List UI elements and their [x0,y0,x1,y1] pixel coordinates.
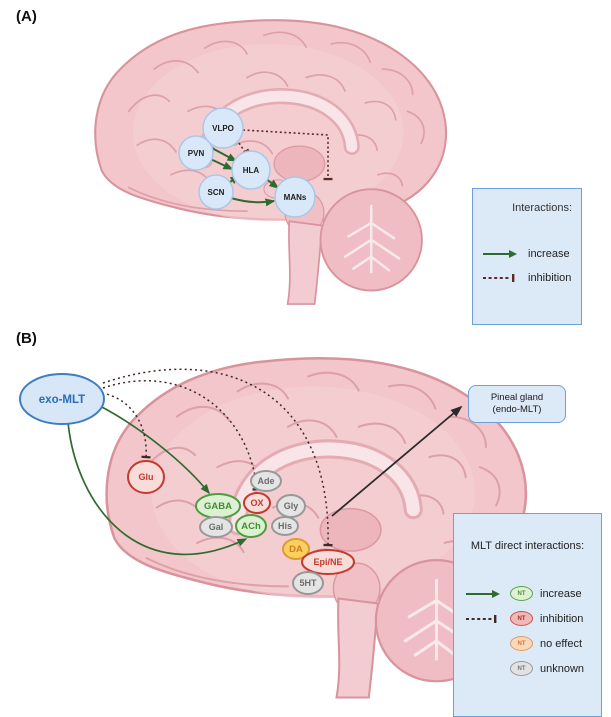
pineal-gland-line2: (endo-MLT) [492,404,542,415]
legend-a-increase-label: increase [528,248,570,260]
node-epine-label: Epi/NE [313,557,342,567]
nt-inhibition-badge: NT [510,611,533,626]
node-da-label: DA [289,544,303,555]
node-scn-label: SCN [208,188,225,197]
legend-a-inhibition-label: inhibition [528,272,572,284]
node-pvn-label: PVN [188,149,205,158]
node-5ht: 5HT [292,571,324,595]
node-ade-label: Ade [257,476,274,486]
legend-a-title: Interactions: [512,202,572,214]
edge-vlpo-hla-inhibition [238,142,250,156]
node-his-label: His [278,521,292,531]
node-his: His [271,516,299,536]
node-ox-label: OX [250,498,263,508]
node-ach-label: ACh [241,521,261,532]
edge-exomlt-glu-inhibition [101,392,151,459]
nt-increase-badge: NT [510,586,533,601]
edge-scn-mans [230,197,276,207]
node-hla-label: HLA [243,166,260,175]
edge-pvn-hla-1 [209,146,238,162]
panel-a-label: (A) [16,8,37,25]
node-ade: Ade [250,470,282,492]
nt-unknown-badge: NT [510,661,533,676]
node-gaba-label: GABA [204,501,232,512]
legend-b-item-no-effect: NT no effect [454,631,601,656]
legend-b-no-effect-label: no effect [540,637,582,650]
increase-arrow-icon [466,589,500,598]
node-gly: Gly [276,494,306,518]
pineal-gland-box: Pineal gland (endo-MLT) [468,385,566,423]
panel-b-label: (B) [16,330,37,347]
legend-b-box: MLT direct interactions: NT increase [453,513,602,717]
node-gly-label: Gly [284,501,299,511]
node-gal-label: Gal [209,522,224,532]
brain-illustration-a [95,20,446,304]
inhibition-dash-icon [466,614,497,623]
node-ox: OX [243,492,271,514]
edge-exomlt-ach-increase [67,421,248,556]
increase-arrow-icon [483,250,517,258]
nt-no-effect-badge: NT [510,636,533,651]
legend-b-inhibition-label: inhibition [540,612,584,625]
node-pvn: PVN [178,135,214,171]
panel-b-nodes: exo-MLT Glu Ade GABA OX Gly [19,373,355,595]
legend-b-unknown-label: unknown [540,662,585,675]
legend-b-item-inhibition: NT inhibition [454,606,601,631]
node-exo-mlt-label: exo-MLT [39,394,85,406]
node-exo-mlt: exo-MLT [19,373,105,425]
legend-a-item-inhibition: inhibition [473,266,581,290]
node-mans: MANs [274,176,316,218]
edge-exomlt-gaba-increase [99,405,210,495]
panel-a-nodes: VLPO PVN HLA SCN MANs [178,107,316,218]
node-ach: ACh [235,514,267,538]
legend-b-item-unknown: NT unknown [454,656,601,681]
inhibition-dash-icon [483,274,515,282]
node-gal: Gal [199,516,233,538]
legend-b-increase-label: increase [540,587,582,600]
node-epine: Epi/NE [301,549,355,575]
pineal-gland-line1: Pineal gland [490,391,544,403]
node-mans-label: MANs [284,193,307,202]
node-gaba: GABA [195,493,241,519]
node-glu-label: Glu [139,472,154,482]
edge-brain-pineal-arrow [331,405,463,517]
legend-a-box: Interactions: increase inhibition [472,188,582,325]
legend-b-item-increase: NT increase [454,581,601,606]
node-5ht-label: 5HT [299,578,317,588]
panel-b-edges [67,368,463,556]
node-vlpo: VLPO [202,107,244,149]
legend-b-title: MLT direct interactions: [470,540,585,552]
node-scn: SCN [198,174,234,210]
node-vlpo-label: VLPO [212,124,234,133]
edge-vlpo-mans-inhibition [242,129,333,181]
legend-a-item-increase: increase [473,242,581,266]
node-hla: HLA [231,150,271,190]
node-glu: Glu [127,460,165,494]
node-da: DA [282,538,310,560]
